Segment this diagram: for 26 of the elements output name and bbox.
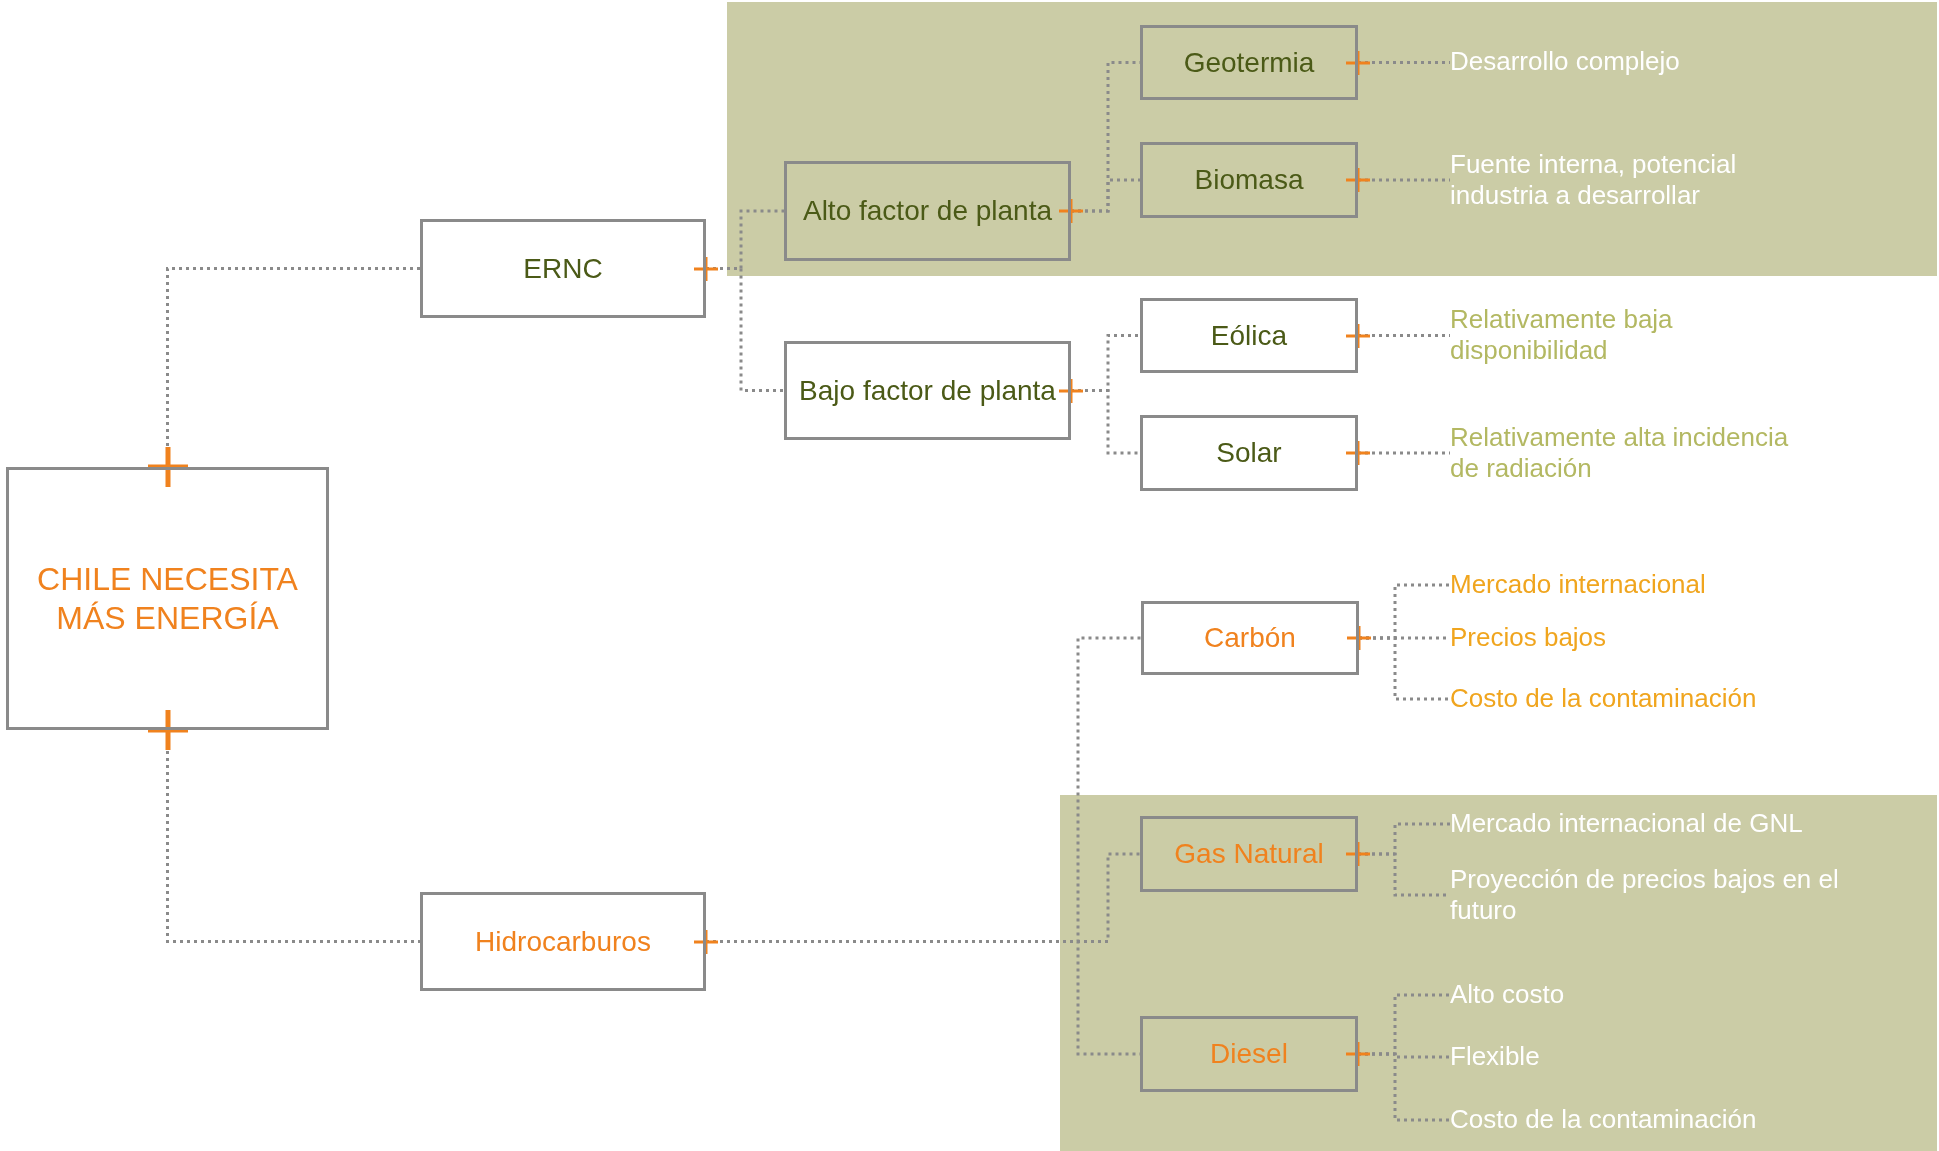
note-text: Costo de la contaminación [1450, 1100, 1930, 1140]
note-text: Relativamente alta incidencia de radiación [1450, 413, 1800, 493]
process-box: Bajo factor de planta [784, 341, 1071, 440]
note-text: Mercado internacional [1450, 565, 1930, 605]
note-text: Flexible [1450, 1037, 1930, 1077]
leader-line [1358, 334, 1450, 337]
note-text: Costo de la contaminación [1450, 679, 1930, 719]
process-box: Alto factor de planta [784, 161, 1071, 261]
note-text: Fuente interna, potencial industria a desarrollar [1450, 140, 1830, 220]
note-text: Precios bajos [1450, 618, 1930, 658]
note-text: Alto costo [1450, 975, 1930, 1015]
note-text: Mercado internacional de GNL [1450, 804, 1930, 844]
process-box: Biomasa [1140, 142, 1358, 218]
leader-line [1358, 61, 1450, 64]
note-text: Proyección de precios bajos en el futuro [1450, 855, 1865, 935]
process-box: Diesel [1140, 1016, 1358, 1092]
process-box: Carbón [1141, 601, 1359, 675]
process-box: Geotermia [1140, 25, 1358, 100]
process-box: ERNC [420, 219, 706, 318]
note-text: Relativamente baja disponibilidad [1450, 295, 1760, 375]
note-text: Desarrollo complejo [1450, 42, 1930, 82]
process-box: Hidrocarburos [420, 892, 706, 991]
process-box: Gas Natural [1140, 816, 1358, 892]
process-box: Eólica [1140, 298, 1358, 373]
main-box: CHILE NECESITA MÁS ENERGÍA [6, 467, 329, 730]
process-box: Solar [1140, 415, 1358, 491]
